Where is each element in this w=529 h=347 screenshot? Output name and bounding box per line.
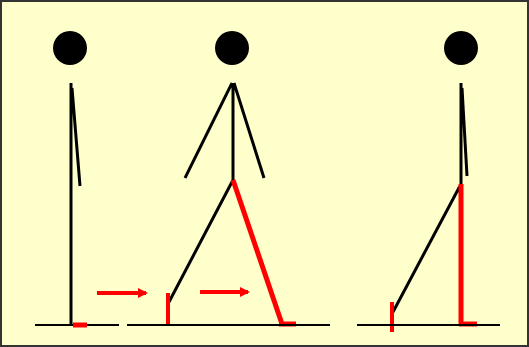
head-icon [53,31,87,65]
head-icon [444,31,478,65]
head-icon [215,31,249,65]
